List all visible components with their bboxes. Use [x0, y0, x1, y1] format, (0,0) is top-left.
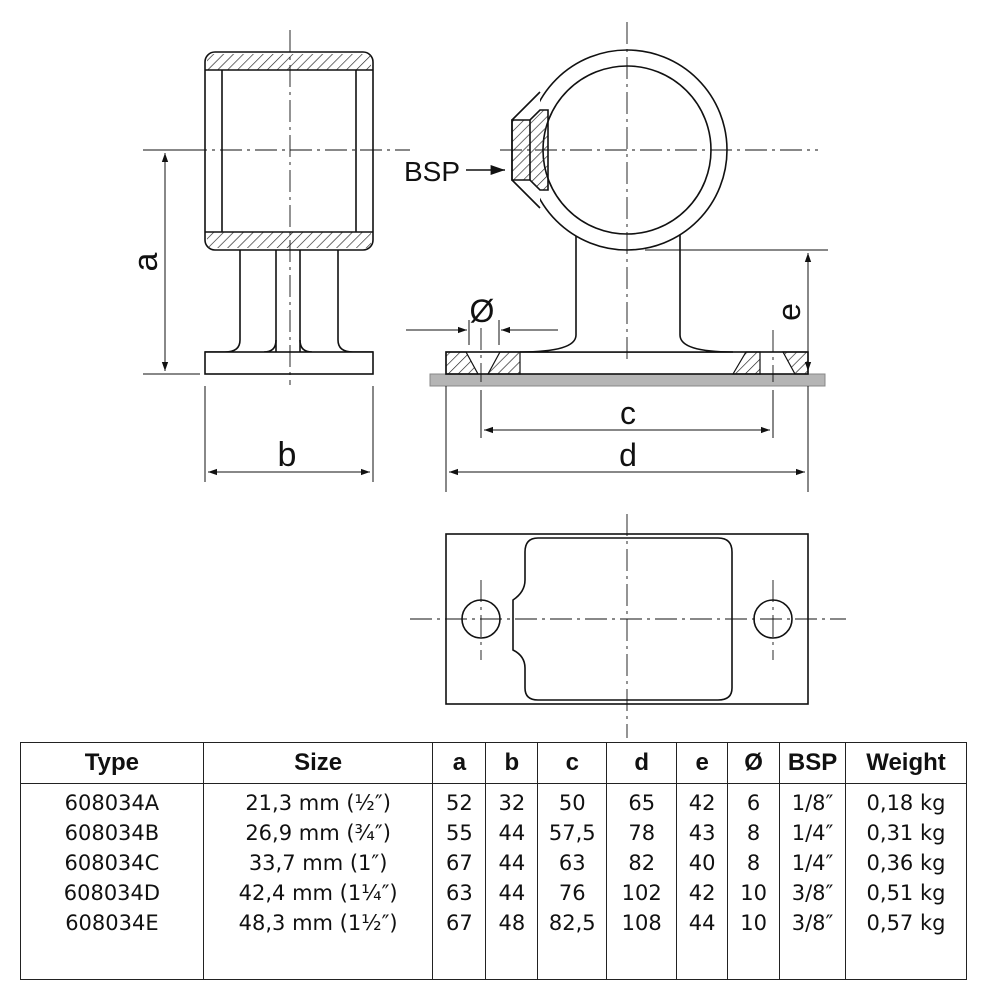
table-cell: 44: [485, 878, 539, 908]
table-cell: 3/8″: [779, 908, 847, 938]
table-cell: 1/8″: [779, 783, 847, 818]
table-cell: 65: [606, 783, 678, 818]
dimension-a: [143, 149, 200, 375]
column-header: Weight: [845, 742, 967, 784]
table-cell: 108: [606, 908, 678, 938]
bsp-callout: BSP: [404, 156, 505, 187]
table-cell: 76: [537, 878, 608, 908]
table-cell: 55: [432, 818, 487, 848]
table-cell: 608034B: [20, 818, 204, 848]
table-cell: 608034A: [20, 783, 204, 818]
column-header: BSP: [779, 742, 847, 784]
table-cell: 1/4″: [779, 818, 847, 848]
dimension-d: [445, 386, 809, 492]
table-cell: 10: [727, 908, 781, 938]
table-cell: 44: [676, 908, 729, 938]
table-cell: 0,51 kg: [845, 878, 967, 908]
table-cell: 608034D: [20, 878, 204, 908]
table-cell: [845, 938, 967, 980]
table-cell: 608034C: [20, 848, 204, 878]
table-cell: 67: [432, 848, 487, 878]
front-view: [429, 49, 826, 387]
table-cell: 50: [537, 783, 608, 818]
table-cell: [537, 938, 608, 980]
table-cell: [432, 938, 487, 980]
table-cell: 63: [537, 848, 608, 878]
table-filler-row: [20, 938, 967, 980]
table-cell: 67: [432, 908, 487, 938]
table-cell: [20, 938, 204, 980]
table-cell: 32: [485, 783, 539, 818]
dimension-c: [480, 390, 774, 438]
table-cell: 42,4 mm (1¼″): [202, 878, 434, 908]
table-cell: 52: [432, 783, 487, 818]
table-header-row: Type Size a b c d e Ø BSP Weight: [20, 742, 967, 784]
table-cell: 608034E: [20, 908, 204, 938]
dimension-dia: [406, 320, 558, 345]
table-cell: 42: [676, 783, 729, 818]
dimension-b: [204, 386, 374, 482]
side-view: [204, 51, 374, 375]
label-b: b: [278, 436, 297, 474]
table-cell: 44: [485, 818, 539, 848]
table-cell: 0,57 kg: [845, 908, 967, 938]
specification-table: Type Size a b c d e Ø BSP Weight 608034A…: [20, 742, 967, 980]
table-cell: [727, 938, 781, 980]
label-c: c: [620, 395, 636, 431]
table-cell: 40: [676, 848, 729, 878]
table-cell: 82,5: [537, 908, 608, 938]
label-d: d: [619, 437, 637, 473]
column-header: d: [606, 742, 678, 784]
table-cell: [676, 938, 729, 980]
label-bsp: BSP: [404, 156, 460, 187]
label-e: e: [771, 303, 807, 321]
column-header: b: [485, 742, 539, 784]
table-cell: 1/4″: [779, 848, 847, 878]
table-cell: [202, 938, 434, 980]
table-cell: 33,7 mm (1″): [202, 848, 434, 878]
label-a: a: [127, 252, 165, 271]
table-cell: 0,36 kg: [845, 848, 967, 878]
table-cell: [485, 938, 539, 980]
table-cell: 63: [432, 878, 487, 908]
table-cell: 6: [727, 783, 781, 818]
table-cell: 10: [727, 878, 781, 908]
column-header: Ø: [727, 742, 781, 784]
table-cell: 78: [606, 818, 678, 848]
table-cell: 0,31 kg: [845, 818, 967, 848]
table-cell: 21,3 mm (½″): [202, 783, 434, 818]
table-cell: 0,18 kg: [845, 783, 967, 818]
table-cell: [606, 938, 678, 980]
table-cell: 3/8″: [779, 878, 847, 908]
table-cell: 102: [606, 878, 678, 908]
column-header: c: [537, 742, 608, 784]
column-header: e: [676, 742, 729, 784]
table-cell: 8: [727, 848, 781, 878]
table-cell: 57,5: [537, 818, 608, 848]
table-cell: 48: [485, 908, 539, 938]
table-cell: 43: [676, 818, 729, 848]
label-dia: Ø: [470, 293, 495, 329]
table-cell: 48,3 mm (1½″): [202, 908, 434, 938]
table-cell: 82: [606, 848, 678, 878]
column-header: Size: [202, 742, 434, 784]
table-cell: 8: [727, 818, 781, 848]
table-cell: 26,9 mm (¾″): [202, 818, 434, 848]
column-header: Type: [20, 742, 204, 784]
column-header: a: [432, 742, 487, 784]
table-cell: 42: [676, 878, 729, 908]
table-cell: [779, 938, 847, 980]
table-cell: 44: [485, 848, 539, 878]
